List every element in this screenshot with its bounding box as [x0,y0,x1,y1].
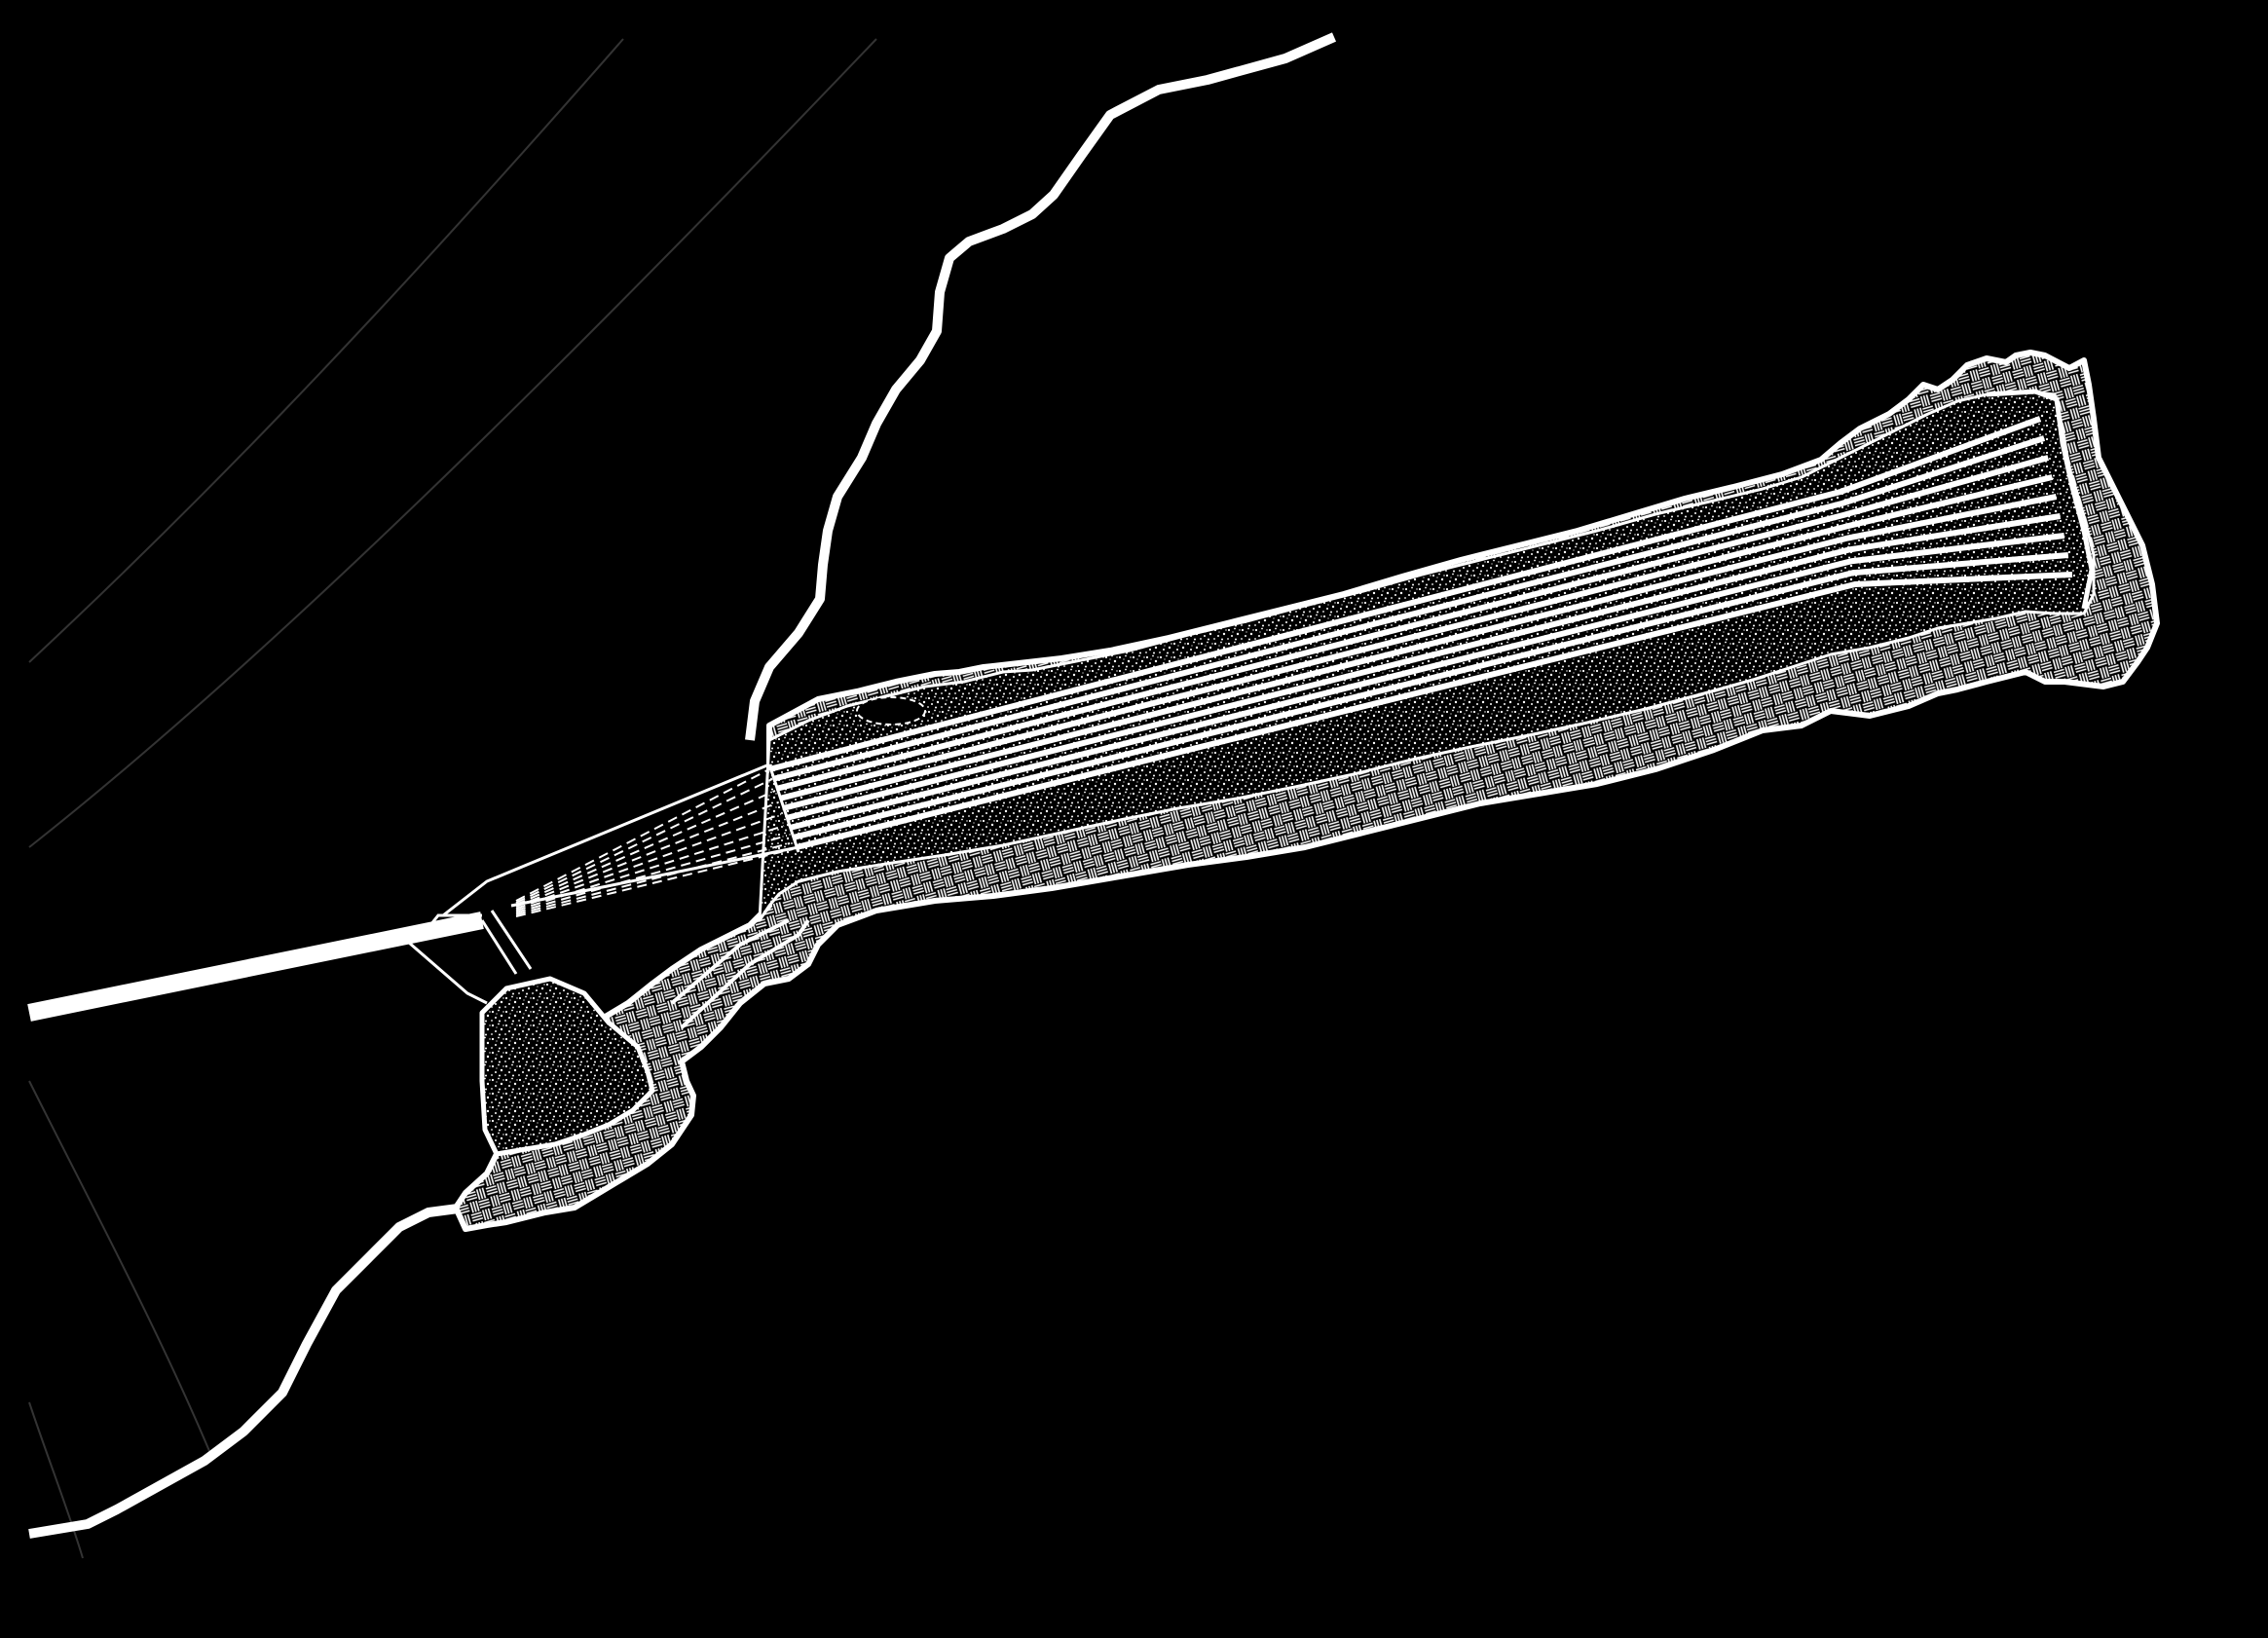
cable-line [771,435,2046,782]
cable-line [778,474,2054,801]
parallel-cable-bundle [768,416,2073,850]
cable-line [789,533,2065,831]
shoreline [745,32,1337,741]
cable-line [782,494,2058,811]
shoreline-south [28,1203,466,1539]
terminal-end-block [1986,389,2095,610]
approach-cable [27,912,484,1022]
cable-line [775,455,2050,792]
cable-line [792,552,2069,840]
duct-channel-inner [670,918,790,1005]
cable-line [768,416,2042,772]
chamber-connectors [408,910,533,1005]
cable-line [785,513,2062,821]
duct-channel [680,918,810,1029]
cable-fan-out [442,763,800,917]
faint-contour-lines [28,38,877,1559]
dark-pocket [856,696,926,726]
splice-chamber [479,976,655,1157]
cable-line [796,572,2073,850]
